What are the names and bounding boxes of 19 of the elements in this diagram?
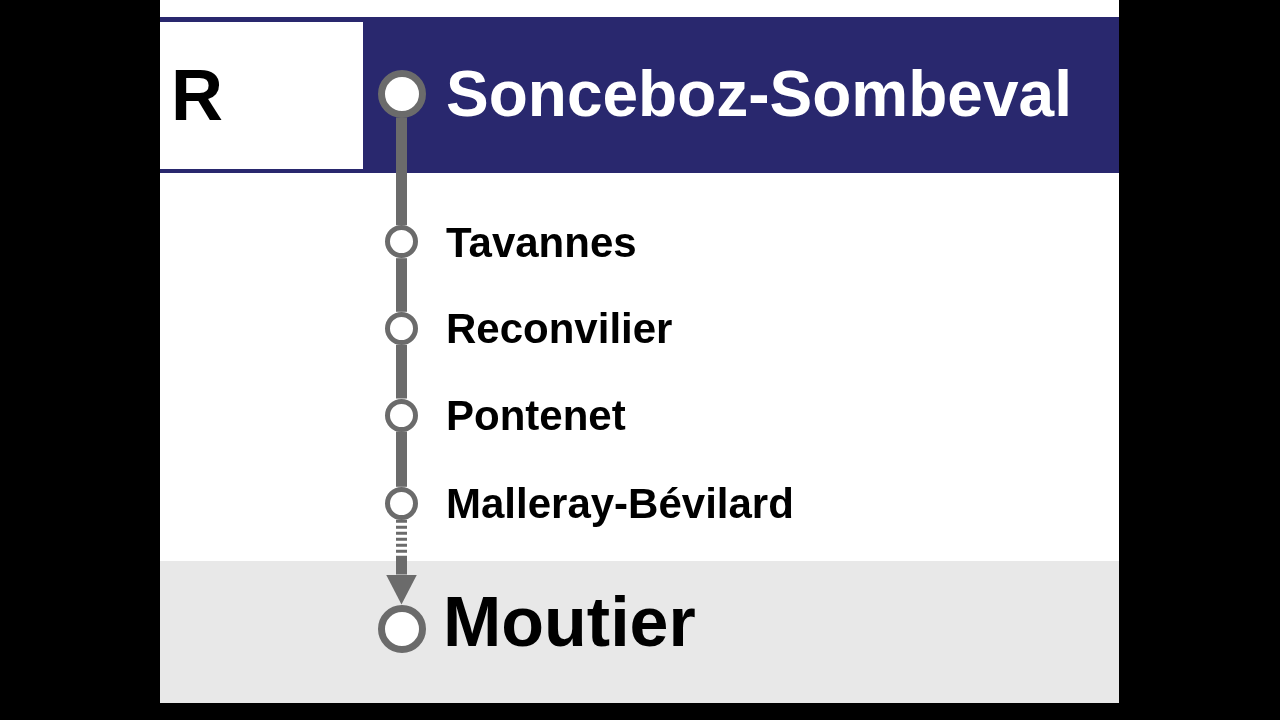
destination-band	[160, 561, 1119, 703]
route-letter: R	[171, 59, 223, 131]
station-name: Reconvilier	[446, 308, 673, 351]
station-circle	[385, 486, 418, 520]
route-line	[396, 431, 407, 487]
route-line	[396, 117, 407, 226]
station-circle	[385, 225, 418, 259]
station-name: Malleray-Bévilard	[446, 483, 794, 526]
dashed-arrow	[386, 519, 417, 605]
route-line	[396, 344, 407, 399]
station-circle	[385, 311, 418, 345]
terminus-name: Moutier	[443, 587, 696, 658]
terminus-name: Sonceboz-Sombeval	[446, 62, 1072, 126]
station-circle	[385, 398, 418, 432]
route-panel	[160, 22, 363, 169]
header-band	[160, 17, 1119, 173]
station-name: Pontenet	[446, 395, 626, 437]
route-line	[396, 258, 407, 312]
station-name: Tavannes	[446, 221, 637, 264]
